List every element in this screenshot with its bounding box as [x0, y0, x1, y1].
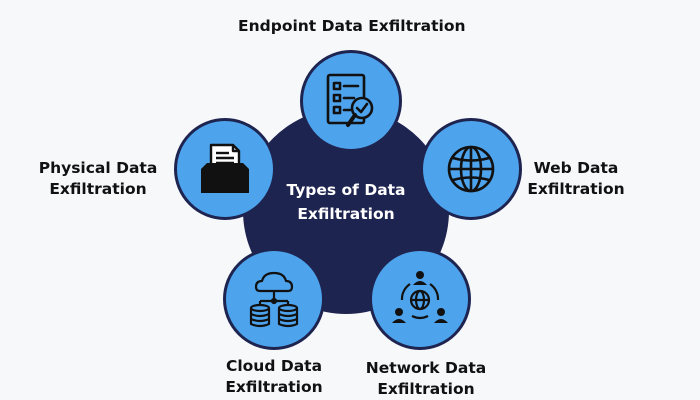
- physical-node: [174, 118, 276, 220]
- cloud-database-icon: [249, 271, 299, 328]
- endpoint-node: [300, 50, 402, 152]
- cloud-label-line-1: Cloud Data: [225, 357, 323, 375]
- network-label-line-2: Exfiltration: [377, 380, 475, 398]
- folder-documents-icon: [201, 143, 249, 193]
- globe-icon: [447, 145, 495, 193]
- physical-label: Physical Data Exfiltration: [30, 158, 166, 200]
- web-label-line-1: Web Data: [533, 159, 619, 177]
- physical-label-line-1: Physical Data: [38, 159, 158, 177]
- network-label: Network Data Exfiltration: [358, 358, 494, 400]
- center-title-line-1: Types of Data: [286, 181, 406, 199]
- web-label-line-2: Exfiltration: [527, 180, 625, 198]
- endpoint-label: Endpoint Data Exfiltration: [238, 16, 466, 37]
- cloud-node: [223, 248, 325, 350]
- physical-label-line-2: Exfiltration: [49, 180, 147, 198]
- network-node: [369, 248, 471, 350]
- web-node: [420, 118, 522, 220]
- checklist-magnifier-icon: [326, 73, 374, 127]
- cloud-label-line-2: Exfiltration: [225, 378, 323, 396]
- center-title: Types of Data Exfiltration: [266, 178, 426, 226]
- network-label-line-1: Network Data: [365, 359, 487, 377]
- web-label: Web Data Exfiltration: [520, 158, 632, 200]
- endpoint-label-text: Endpoint Data Exfiltration: [238, 17, 466, 35]
- cloud-label: Cloud Data Exfiltration: [217, 356, 331, 398]
- center-title-line-2: Exfiltration: [297, 205, 395, 223]
- network-users-globe-icon: [392, 271, 448, 323]
